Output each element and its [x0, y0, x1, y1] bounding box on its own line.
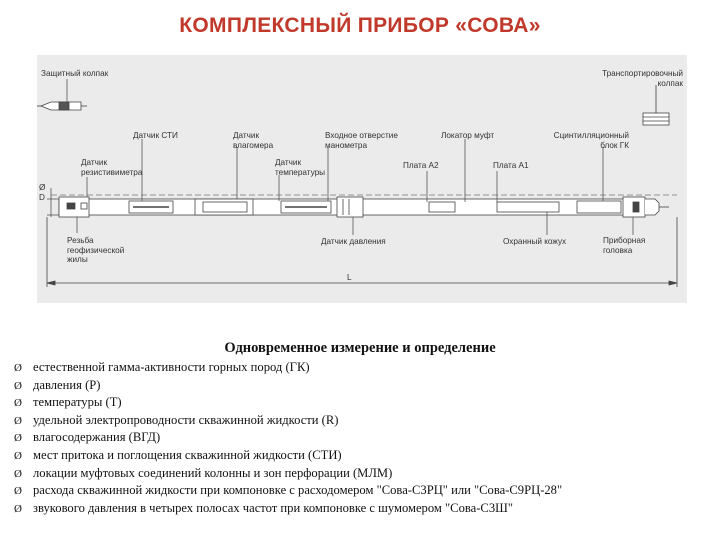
transport-cap-drawing	[642, 85, 670, 126]
label-pressure-sensor: Датчик давления	[321, 237, 386, 246]
protective-cap-drawing	[37, 101, 87, 111]
label-diameter-mark: Ø D	[39, 183, 46, 202]
label-collar-locator: Локатор муфт	[441, 131, 495, 140]
arrow-bullet-icon: Ø	[14, 485, 22, 498]
leader-lines	[47, 79, 634, 235]
label-board-a1: Плата А1	[493, 161, 529, 170]
label-cable-head: Приборная головка	[603, 236, 646, 255]
measurement-heading: Одновременное измерение и определение	[224, 340, 496, 356]
instrument-diagram: Защитный колпак Транспортировочный колпа…	[37, 55, 687, 303]
label-protective-cap: Защитный колпак	[41, 69, 109, 78]
label-manometer-port: Входное отверстие манометра	[325, 131, 398, 150]
label-scint-block: Сцинтилляционный блок ГК	[553, 131, 629, 150]
arrow-bullet-icon: Ø	[14, 502, 22, 515]
label-temperature-sensor: Датчик температуры	[275, 158, 326, 177]
label-moisture-sensor: Датчик влагомера	[233, 131, 274, 150]
label-board-a2: Плата А2	[403, 161, 439, 170]
label-transport-cap: Транспортировочный колпак	[602, 69, 683, 88]
arrow-bullet-icon: Ø	[14, 362, 22, 374]
length-dimension	[46, 217, 678, 287]
instrument-drawing	[37, 79, 678, 287]
arrow-bullet-icon: Ø	[14, 379, 22, 392]
arrow-bullet-icon: Ø	[14, 432, 22, 445]
arrow-bullet-icon: Ø	[14, 449, 22, 462]
arrow-bullet-icon: Ø	[14, 397, 22, 410]
label-resistivity-sensor: Датчик резистивиметра	[81, 158, 143, 177]
label-cable-thread: Резьба геофизической жилы	[67, 236, 125, 264]
arrow-bullet-icon: Ø	[14, 414, 22, 427]
label-gk-sti: Датчик СТИ	[133, 131, 178, 140]
instrument-body-drawing	[51, 194, 677, 218]
label-protective-casing: Охранный кожух	[503, 237, 567, 246]
label-length-mark: L	[347, 273, 352, 282]
page-title: КОМПЛЕКСНЫЙ ПРИБОР «СОВА»	[179, 14, 541, 37]
arrow-bullet-icon: Ø	[14, 467, 22, 480]
